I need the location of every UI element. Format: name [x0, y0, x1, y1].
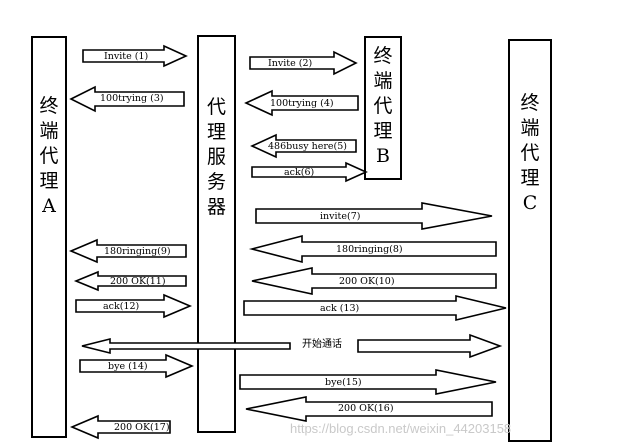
- message-arrow-m10: [251, 267, 497, 295]
- message-arrow-m6: [251, 161, 368, 183]
- message-arrow-m12: [75, 293, 193, 319]
- message-arrow-m3: [249, 50, 358, 76]
- message-label-m16: bye(15): [325, 377, 362, 388]
- entity-ua-a: 终 端 代 理 A: [31, 36, 67, 438]
- entity-proxy-server: 代 理 服 务 器: [197, 35, 236, 433]
- message-label-m13: ack (13): [320, 303, 360, 314]
- entity-ua-b-label: 终 端 代 理 B: [373, 45, 393, 167]
- entity-proxy-server-label: 代 理 服 务 器: [206, 96, 226, 218]
- message-arrow-m4: [244, 89, 359, 117]
- message-label-m14: 开始通话: [302, 339, 342, 350]
- message-arrow-m14-left: [81, 337, 291, 355]
- message-label-m1: Invite (1): [104, 51, 149, 62]
- entity-ua-c-label: 终 端 代 理 C: [520, 92, 540, 214]
- message-label-m5: 486busy here(5): [268, 141, 347, 152]
- message-label-m18: 200 OK(17): [114, 422, 170, 433]
- message-label-m6: ack(6): [284, 167, 315, 178]
- message-label-m7: invite(7): [320, 211, 361, 222]
- message-label-m8: 180ringing(8): [336, 244, 403, 255]
- message-label-m9: 180ringing(9): [104, 246, 171, 257]
- message-arrow-m18: [69, 414, 171, 440]
- message-arrow-m1: [82, 44, 188, 68]
- message-arrow-m2: [69, 85, 185, 113]
- message-arrow-m7: [255, 202, 493, 230]
- message-label-m10: 200 OK(10): [339, 276, 395, 287]
- message-label-m12: ack(12): [103, 301, 140, 312]
- message-label-m17: 200 OK(16): [338, 403, 394, 414]
- message-arrow-m14-right: [357, 333, 503, 359]
- message-label-m11: 200 OK(11): [110, 276, 166, 287]
- message-arrow-m15: [79, 353, 195, 379]
- message-arrow-m16: [239, 369, 497, 395]
- message-label-m2: 100trying (3): [100, 93, 164, 104]
- message-arrow-m8: [248, 234, 497, 264]
- message-label-m4: 100trying (4): [270, 98, 334, 109]
- message-arrow-m17: [245, 396, 493, 422]
- entity-ua-b: 终 端 代 理 B: [364, 36, 402, 180]
- message-label-m3: Invite (2): [268, 58, 313, 69]
- message-arrow-m13: [243, 294, 507, 322]
- message-arrow-m9: [68, 238, 187, 264]
- watermark: https://blog.csdn.net/weixin_44203158: [290, 421, 512, 436]
- message-arrow-m5: [250, 133, 357, 159]
- message-arrow-m11: [73, 270, 187, 292]
- entity-ua-a-label: 终 端 代 理 A: [39, 95, 59, 217]
- message-label-m15: bye (14): [108, 361, 148, 372]
- entity-ua-c: 终 端 代 理 C: [508, 39, 552, 442]
